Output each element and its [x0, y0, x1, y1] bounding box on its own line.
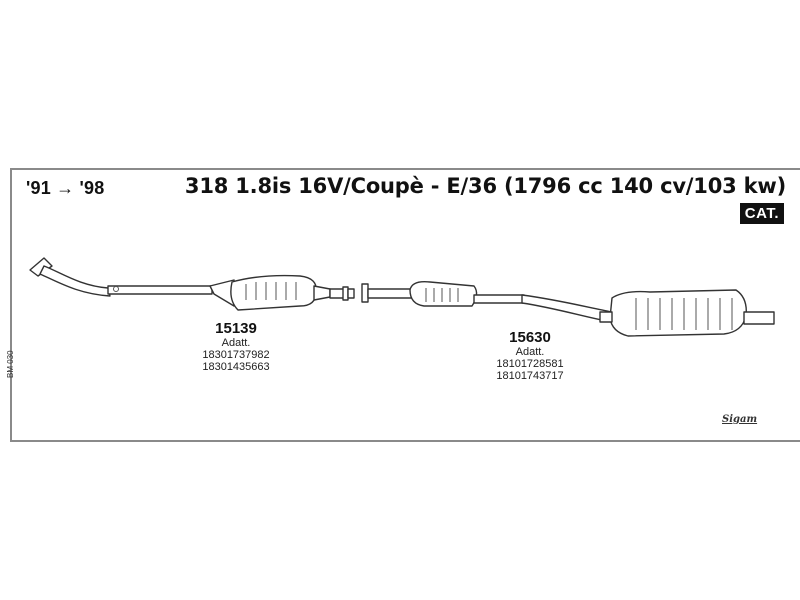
downpipe-flange — [29, 257, 53, 277]
rear-pipe — [521, 294, 613, 323]
cat-outlet-cone — [313, 285, 331, 301]
cat-badge: CAT. — [739, 203, 784, 224]
oem-number: 18301435663 — [202, 361, 270, 373]
brand-logo: Sigam — [722, 414, 758, 425]
mid-pipe — [473, 294, 525, 304]
center-silencer — [409, 280, 478, 307]
mid-pipe-start — [367, 288, 413, 299]
oem-number: 18101743717 — [496, 370, 564, 382]
cat-outlet-pipe — [329, 288, 345, 299]
tailpipe — [743, 311, 775, 325]
adapt-label: Adatt. — [515, 346, 545, 358]
joint-clamp-a — [342, 286, 349, 301]
downpipe — [39, 265, 111, 297]
rear-muffler — [609, 289, 747, 337]
cat-rib — [245, 282, 297, 300]
front-pipe — [107, 285, 213, 295]
vehicle-model-title: 318 1.8is 16V/Coupè - E/36 (1796 cc 140 … — [184, 174, 786, 198]
joint-flange — [361, 283, 369, 303]
part-code: 15630 — [509, 329, 551, 346]
oem-number: 18301737982 — [202, 349, 270, 361]
muffler-rib — [635, 298, 733, 330]
sensor-boss — [113, 286, 119, 292]
oem-number: 18101728581 — [496, 358, 564, 370]
muffler-hanger — [599, 311, 613, 323]
part-15139: 15139 Adatt. 18301737982 18301435663 — [188, 320, 284, 373]
year-range: '91 → '98 — [26, 178, 105, 198]
silencer-rib — [425, 288, 459, 302]
adapt-label: Adatt. — [221, 337, 251, 349]
joint-clamp-b — [347, 288, 355, 299]
part-code: 15139 — [215, 320, 257, 337]
part-15630: 15630 Adatt. 18101728581 18101743717 — [482, 329, 578, 382]
catalytic-converter — [230, 274, 317, 311]
diagram-code: BM 030 — [6, 350, 15, 378]
